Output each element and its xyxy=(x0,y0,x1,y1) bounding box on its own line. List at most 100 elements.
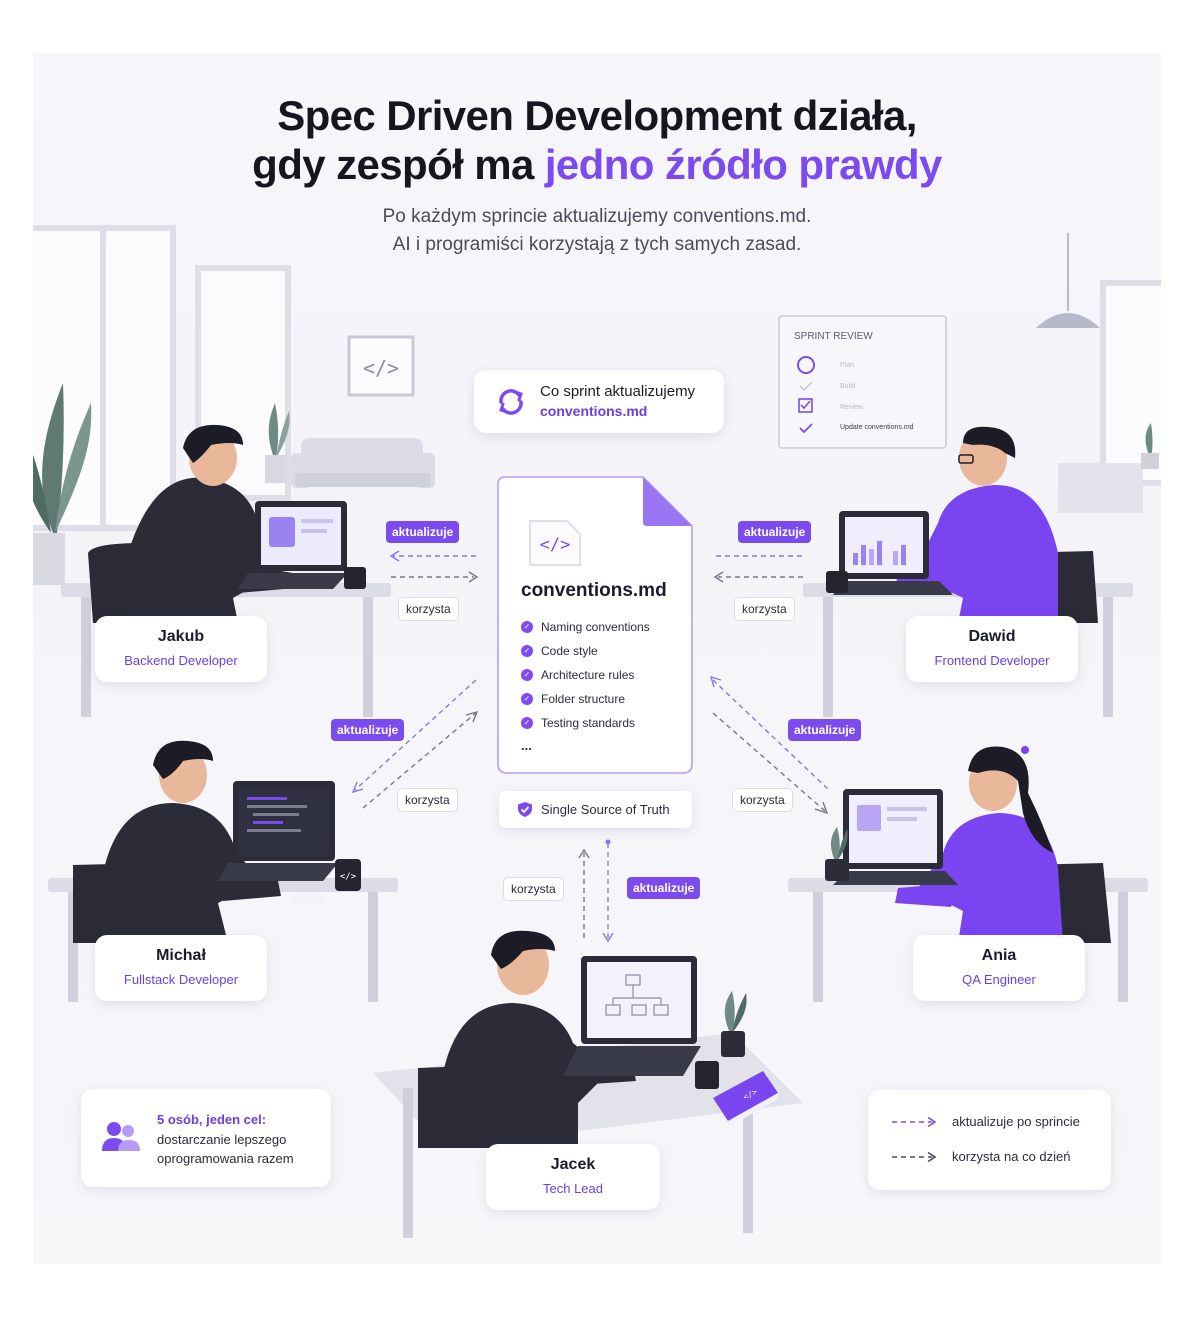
plant-ania-icon xyxy=(825,827,849,881)
uses-pill-jacek: korzysta xyxy=(503,877,564,901)
cabinet-icon xyxy=(1058,463,1143,513)
single-source-of-truth-label: Single Source of Truth xyxy=(499,791,692,828)
legend-row-uses: korzysta na co dzień xyxy=(890,1139,1080,1174)
title-line-2-prefix: gdy zespół ma xyxy=(252,141,545,188)
plant-mid-icon xyxy=(265,403,290,483)
uses-pill-ania: korzysta xyxy=(732,788,793,812)
person-name: Jakub xyxy=(157,628,205,645)
check-icon xyxy=(799,423,813,434)
person-card-michal: Michał Fullstack Developer xyxy=(95,935,267,1001)
checklist-item: ✓ Naming conventions xyxy=(521,615,650,639)
sprint-review-item: Build xyxy=(840,383,856,390)
legend: aktualizuje po sprincie korzysta na co d… xyxy=(890,1104,1080,1174)
sofa-icon xyxy=(291,438,435,488)
plant-left-icon xyxy=(33,383,92,585)
uses-pill-jakub: korzysta xyxy=(398,597,459,621)
check-icon: ✓ xyxy=(521,717,533,729)
check-icon xyxy=(799,381,813,392)
code-file-icon: </> xyxy=(529,520,581,566)
check-icon: ✓ xyxy=(521,693,533,705)
infographic-canvas: </> xyxy=(33,53,1161,1264)
person-role: Backend Developer xyxy=(124,653,238,668)
sprint-review-icons xyxy=(797,356,815,434)
document-checklist: ✓ Naming conventions ✓ Code style ✓ Archite… xyxy=(521,615,650,735)
subtitle: Po każdym sprincie aktualizujemy convent… xyxy=(33,203,1161,259)
svg-text:</>: </> xyxy=(340,872,357,882)
refresh-icon xyxy=(797,356,815,374)
refresh-icon xyxy=(499,389,523,415)
sprint-review-item: Review xyxy=(840,404,863,411)
updates-badge-jakub: aktualizuje xyxy=(386,521,460,543)
uses-pill-dawid: korzysta xyxy=(734,597,795,621)
sprint-review-board: SPRINT REVIEW Plan Build Review Update c… xyxy=(778,315,947,449)
book-icon: </> xyxy=(713,1071,778,1127)
svg-text:</>: </> xyxy=(540,535,571,555)
person-card-jacek: Jacek Tech Lead xyxy=(486,1144,660,1210)
dawid-illustration xyxy=(826,426,1098,623)
person-card-ania: Ania QA Engineer xyxy=(913,935,1085,1001)
person-role: Fullstack Developer xyxy=(123,972,239,987)
person-role: Frontend Developer xyxy=(934,653,1050,668)
sprint-note-line-1: Co sprint aktualizujemy xyxy=(540,383,696,400)
flow-arrows xyxy=(351,550,830,943)
svg-text:</>: </> xyxy=(363,356,399,380)
sprint-note-card: Co sprint aktualizujemy conventions.md xyxy=(474,370,724,433)
legend-row-updates: aktualizuje po sprincie xyxy=(890,1104,1080,1139)
michal-illustration: </> xyxy=(73,740,361,943)
person-card-dawid: Dawid Frontend Developer xyxy=(906,616,1078,682)
person-role: QA Engineer xyxy=(962,972,1036,987)
document-title: conventions.md xyxy=(521,580,667,601)
checkbox-icon xyxy=(798,398,813,413)
checklist-item-label: Code style xyxy=(541,644,598,658)
person-name: Dawid xyxy=(968,628,1016,645)
updates-badge-ania: aktualizuje xyxy=(788,719,862,741)
team-goal-line-2: oprogramowania razem xyxy=(157,1151,294,1166)
plant-right-icon xyxy=(1141,423,1159,469)
team-users-icon xyxy=(102,1122,140,1151)
updates-badge-jacek: aktualizuje xyxy=(627,877,701,899)
team-goal-heading: 5 osób, jeden cel: xyxy=(157,1112,267,1127)
sprint-note-line-2: conventions.md xyxy=(540,403,648,419)
shield-check-icon xyxy=(518,802,532,817)
subtitle-line-1: Po każdym sprincie aktualizujemy convent… xyxy=(382,206,812,227)
checklist-item-label: Testing standards xyxy=(541,716,636,730)
ceiling-lamp-icon xyxy=(1036,233,1100,328)
ania-illustration xyxy=(825,746,1111,943)
legend-card: aktualizuje po sprincie korzysta na co d… xyxy=(868,1090,1111,1190)
checklist-item-label: Architecture rules xyxy=(541,668,635,682)
sprint-review-title: SPRINT REVIEW xyxy=(794,331,873,342)
jacek-illustration: </> xyxy=(418,930,778,1148)
conventions-document: </> conventions.md ✓ Naming conventions ✓… xyxy=(497,476,693,774)
person-name: Jacek xyxy=(550,1156,596,1173)
sprint-review-item: Plan xyxy=(840,362,855,369)
person-name: Ania xyxy=(981,947,1017,964)
checklist-item: ✓ Architecture rules xyxy=(521,663,650,687)
main-title: Spec Driven Development działa, gdy zesp… xyxy=(33,91,1161,189)
code-frame-icon: </> xyxy=(347,335,415,397)
updates-badge-michal: aktualizuje xyxy=(331,719,405,741)
checklist-item-label: Naming conventions xyxy=(541,620,650,634)
check-icon: ✓ xyxy=(521,645,533,657)
uses-pill-michal: korzysta xyxy=(397,788,458,812)
jakub-illustration xyxy=(88,424,366,623)
check-icon: ✓ xyxy=(521,669,533,681)
sst-label-text: Single Source of Truth xyxy=(541,802,670,817)
dashed-arrow-icon xyxy=(892,1151,937,1162)
dashed-arrow-icon xyxy=(892,1116,937,1127)
sprint-review-item: Update conventions.md xyxy=(840,424,914,431)
checklist-item: ✓ Code style xyxy=(521,639,650,663)
title-highlight: jedno źródło prawdy xyxy=(544,141,943,188)
checklist-item-label: Folder structure xyxy=(541,692,626,706)
checklist-ellipsis: ... xyxy=(521,738,532,753)
legend-uses-label: korzysta na co dzień xyxy=(952,1149,1071,1164)
legend-updates-label: aktualizuje po sprincie xyxy=(952,1114,1080,1129)
team-goal-card: 5 osób, jeden cel: dostarczanie lepszego… xyxy=(81,1089,331,1187)
checklist-item: ✓ Testing standards xyxy=(521,711,650,735)
person-name: Michał xyxy=(156,947,206,964)
check-icon: ✓ xyxy=(521,621,533,633)
checklist-item: ✓ Folder structure xyxy=(521,687,650,711)
person-card-jakub: Jakub Backend Developer xyxy=(95,616,267,682)
person-role: Tech Lead xyxy=(543,1181,603,1196)
title-line-1: Spec Driven Development działa, xyxy=(277,92,917,139)
updates-badge-dawid: aktualizuje xyxy=(738,521,812,543)
